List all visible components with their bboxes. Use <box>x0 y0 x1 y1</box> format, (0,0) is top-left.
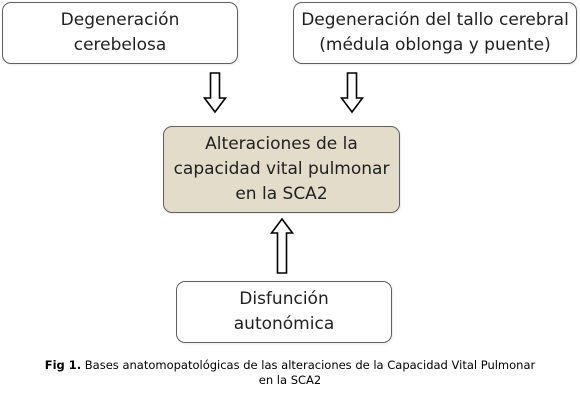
hollow-up-arrow-icon <box>270 218 294 274</box>
box-label-line: cerebelosa <box>73 35 167 55</box>
box-label-line: Disfunción <box>239 289 329 309</box>
box-label-line: capacidad vital pulmonar <box>173 159 390 179</box>
box-label-line: en la SCA2 <box>235 184 328 204</box>
caption-label: Fig 1. <box>44 358 82 372</box>
box-label-line: Alteraciones de la <box>205 134 358 154</box>
cerebellar-degeneration-box: Degeneración cerebelosa <box>2 2 238 64</box>
hollow-down-arrow-icon <box>340 72 364 114</box>
box-label-line: Degeneración <box>60 10 180 30</box>
box-label-line: (médula oblonga y puente) <box>319 35 551 55</box>
autonomic-dysfunction-box: Disfunción autonómica <box>176 281 392 343</box>
box-label-line: autonómica <box>233 314 335 334</box>
box-label-line: Degeneración del tallo cerebral <box>301 10 569 30</box>
hollow-down-arrow-icon <box>203 72 227 114</box>
figure-caption: Fig 1. Bases anatomopatológicas de las a… <box>0 358 580 388</box>
pulmonary-capacity-alterations-box: Alteraciones de la capacidad vital pulmo… <box>163 126 400 213</box>
caption-text: Bases anatomopatológicas de las alteraci… <box>81 358 536 372</box>
caption-line-1: Fig 1. Bases anatomopatológicas de las a… <box>0 358 580 373</box>
brainstem-degeneration-box: Degeneración del tallo cerebral (médula … <box>293 2 577 64</box>
caption-line-2: en la SCA2 <box>258 373 322 387</box>
